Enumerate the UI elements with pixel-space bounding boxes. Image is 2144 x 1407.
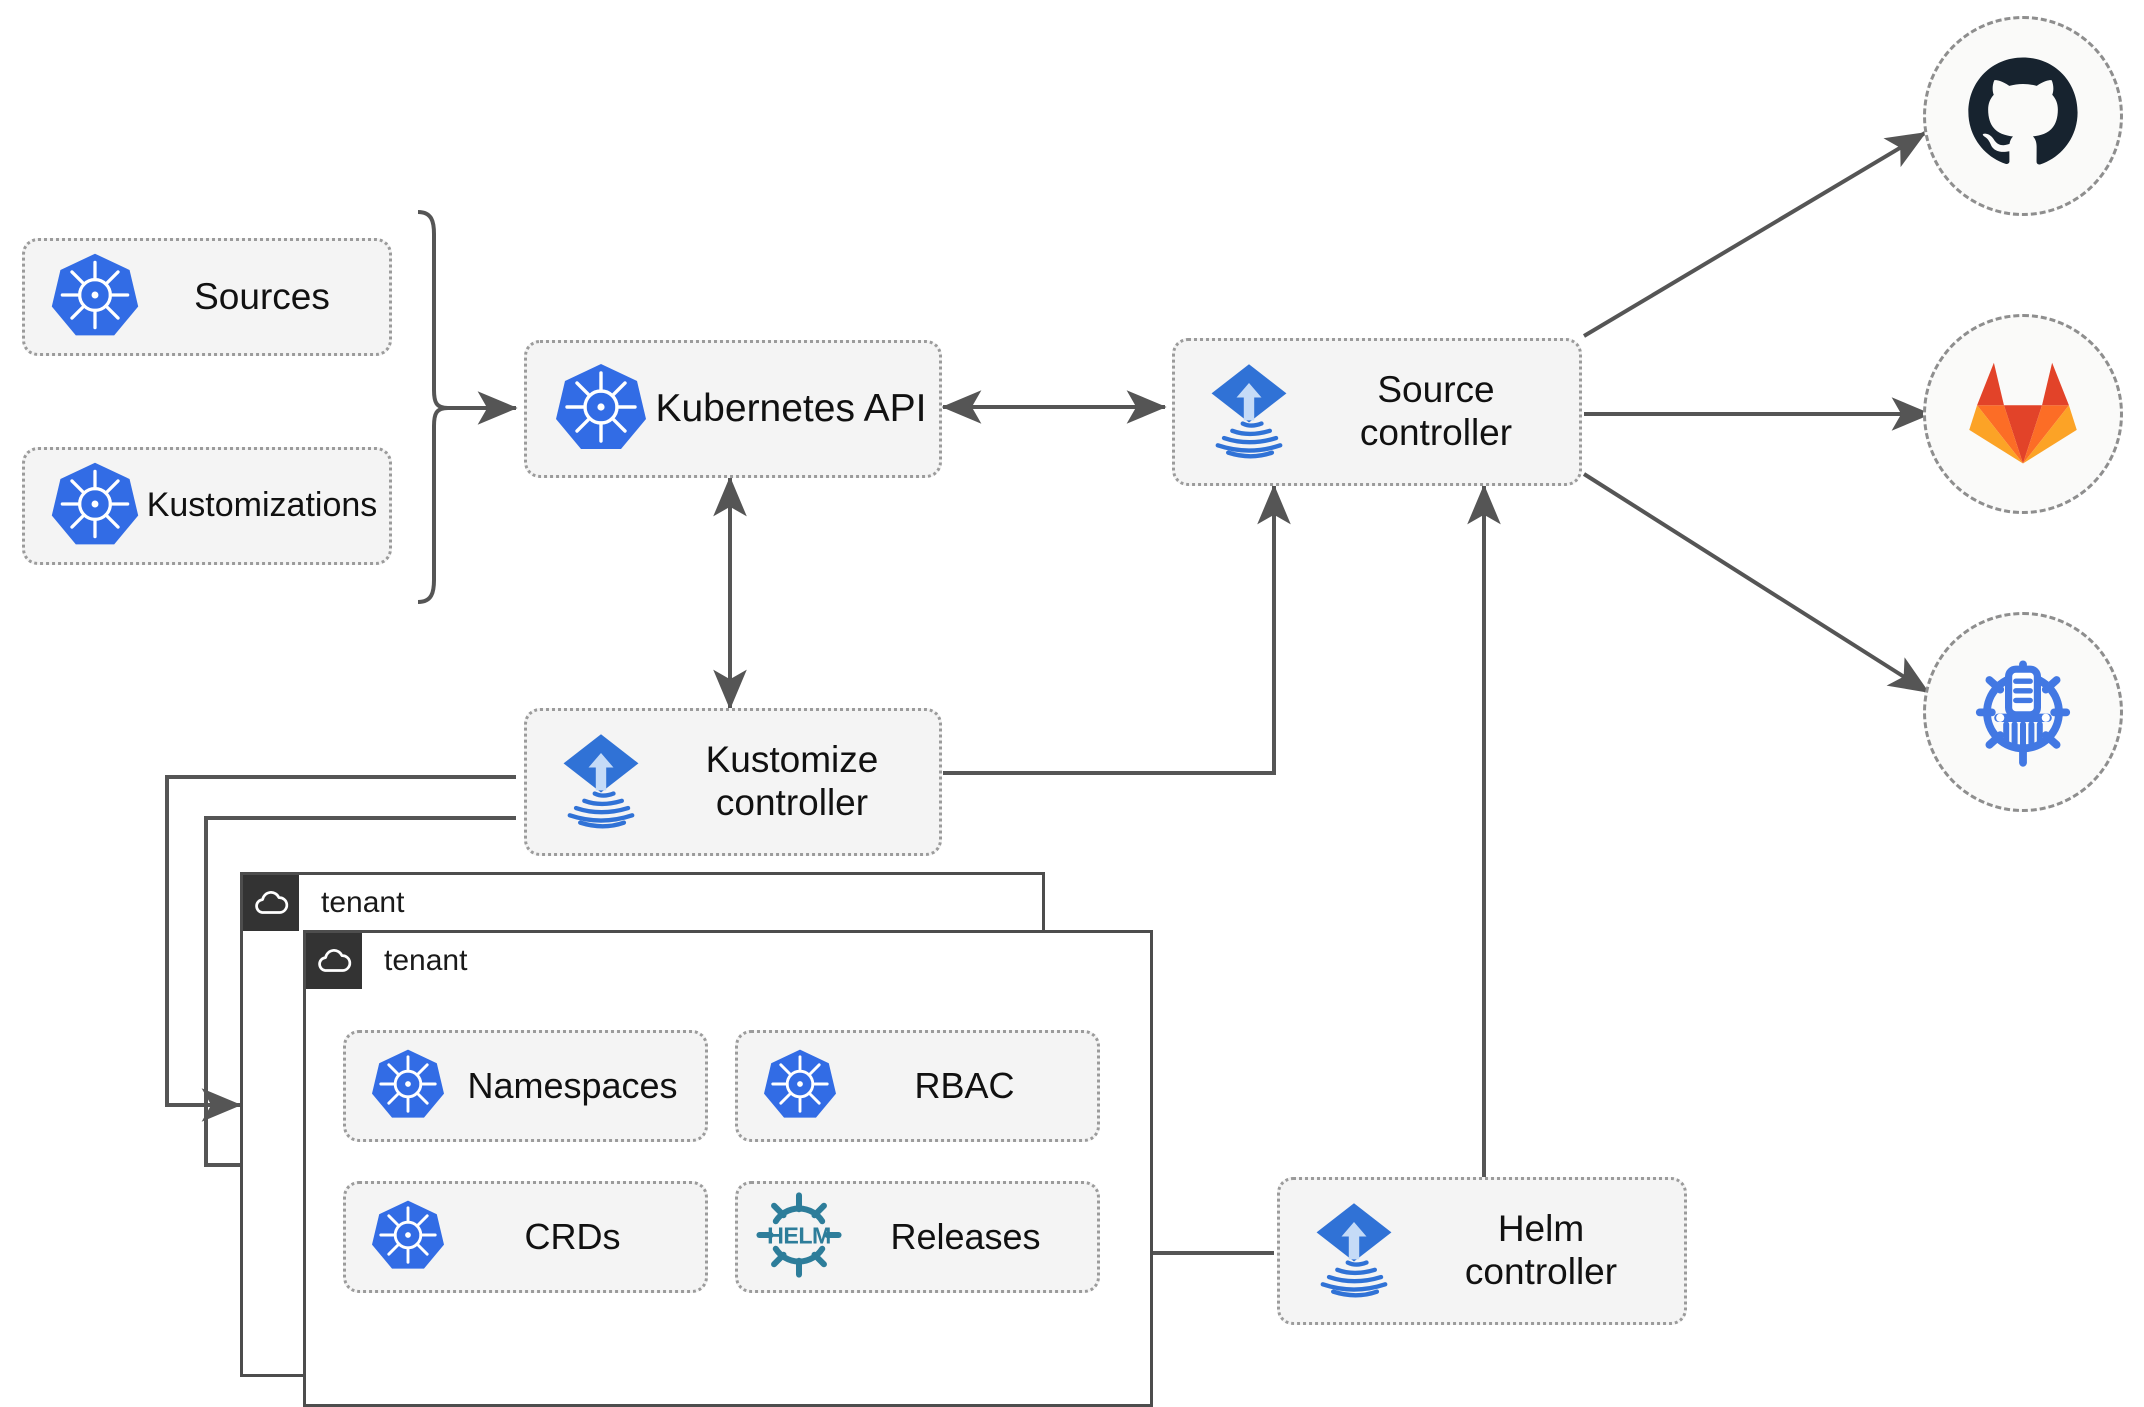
node-label-crds: CRDs [524, 1216, 621, 1258]
flux-icon [1280, 1197, 1406, 1306]
kubernetes-icon [346, 1044, 448, 1129]
provider-harbor[interactable] [1923, 612, 2123, 812]
cloud-icon [243, 875, 299, 931]
node-helm-controller[interactable]: Helm controller [1277, 1177, 1687, 1325]
edge-kustomize-to-source [943, 484, 1291, 775]
node-label-kustomizations: Kustomizations [146, 486, 378, 525]
node-label-rbac: RBAC [914, 1065, 1015, 1107]
tenant-titlebar-outer: tenant [243, 875, 404, 931]
node-label-helm-controller: Helm controller [1464, 1208, 1618, 1292]
github-icon [1964, 55, 2082, 178]
edge-source-to-github [1582, 131, 1927, 338]
edge-kustomize-to-tenant-1 [165, 775, 516, 1122]
tenant-label-inner: tenant [384, 944, 468, 977]
node-label-namespaces: Namespaces [467, 1065, 678, 1107]
provider-github[interactable] [1923, 16, 2123, 216]
kubernetes-icon [738, 1044, 840, 1129]
node-kustomizations[interactable]: Kustomizations [22, 447, 392, 565]
gitlab-icon [1967, 358, 2079, 471]
node-crds[interactable]: CRDs [343, 1181, 708, 1293]
node-rbac[interactable]: RBAC [735, 1030, 1100, 1142]
tenant-label-outer: tenant [321, 886, 405, 919]
node-namespaces[interactable]: Namespaces [343, 1030, 708, 1142]
kubernetes-icon [25, 247, 143, 348]
node-label-sources: Sources [194, 275, 330, 317]
node-kustomize-controller[interactable]: Kustomize controller [524, 708, 942, 856]
node-source-controller[interactable]: Source controller [1172, 338, 1582, 486]
harbor-icon [1963, 650, 2083, 775]
node-label-source-controller: Source controller [1359, 369, 1513, 453]
node-sources[interactable]: Sources [22, 238, 392, 356]
tenant-window-inner[interactable]: tenant [303, 930, 1153, 1407]
kubernetes-icon [346, 1195, 448, 1280]
flux-icon [527, 728, 653, 837]
edge-source-to-harbor [1582, 472, 1930, 694]
cloud-icon [306, 933, 362, 989]
node-kubernetes-api[interactable]: Kubernetes API [524, 340, 942, 478]
node-releases[interactable]: HELM Releases [735, 1181, 1100, 1293]
provider-gitlab[interactable] [1923, 314, 2123, 514]
kubernetes-icon [25, 456, 143, 557]
node-label-releases: Releases [890, 1216, 1041, 1258]
helm-icon: HELM [738, 1191, 842, 1283]
node-label-kubernetes-api: Kubernetes API [655, 386, 927, 430]
tenant-titlebar-inner: tenant [306, 933, 467, 989]
flux-icon [1175, 358, 1301, 467]
node-label-kustomize-controller: Kustomize controller [705, 739, 879, 823]
kubernetes-icon [527, 357, 651, 462]
svg-text:HELM: HELM [767, 1222, 831, 1248]
group-bracket [417, 210, 449, 604]
